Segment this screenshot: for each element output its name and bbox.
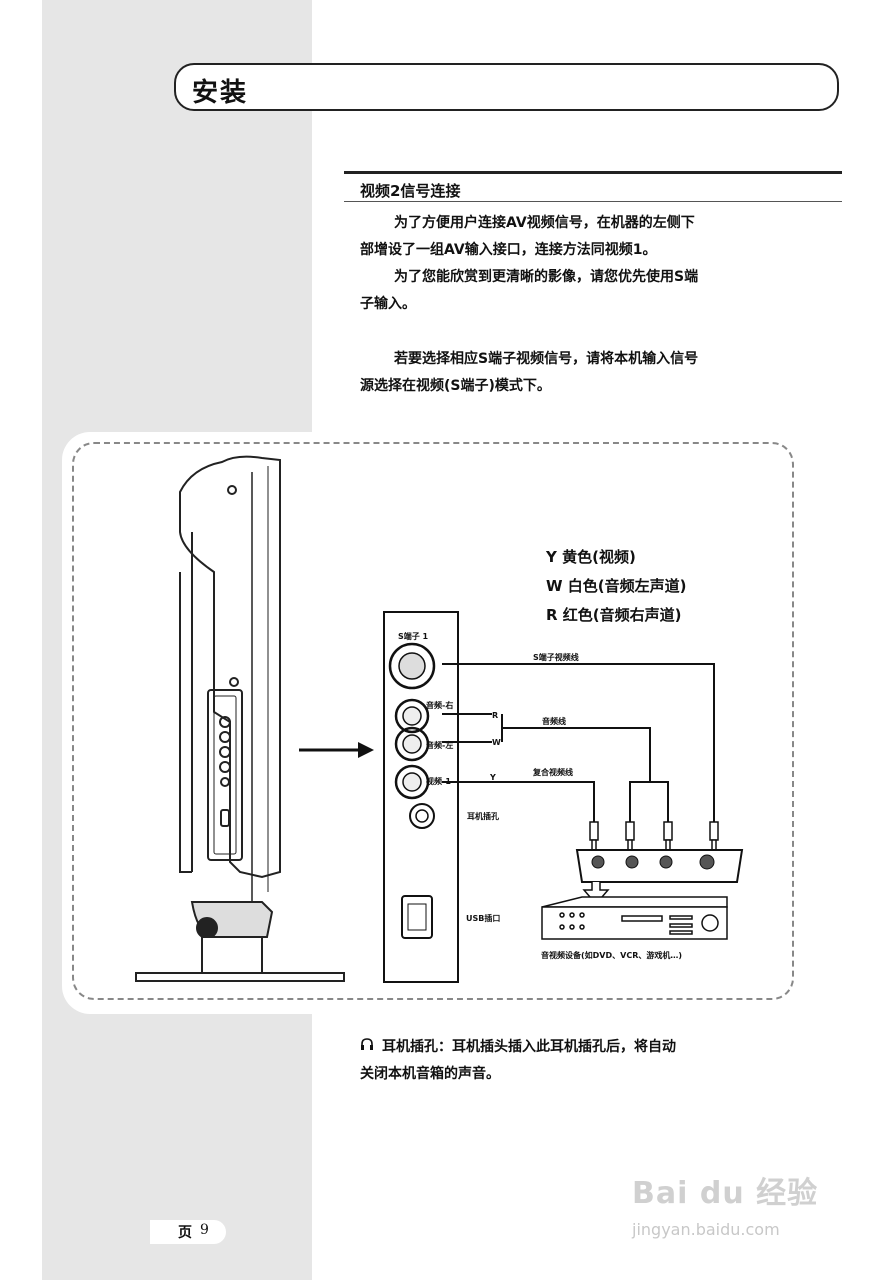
arrow-to-panel <box>299 742 374 758</box>
label-audio-l: 音频-左 <box>426 741 454 750</box>
page-label: 页 <box>178 1225 192 1241</box>
legend-y: Y 黄色(视频) <box>546 548 636 566</box>
section-rule-bottom <box>344 201 842 202</box>
paragraph-line: 若要选择相应S端子视频信号，请将本机输入信号 <box>394 351 699 367</box>
page-title: 安装 <box>192 78 249 108</box>
dvd-player <box>541 896 728 940</box>
tv-side-view <box>135 455 345 982</box>
note-line-2: 关闭本机音箱的声音。 <box>360 1066 500 1082</box>
label-usb-port: USB插口 <box>466 914 501 923</box>
paragraph-line: 子输入。 <box>360 296 416 312</box>
label-device: 音视频设备(如DVD、VCR、游戏机…) <box>541 951 683 960</box>
legend-w: W 白色(音频左声道) <box>546 577 687 595</box>
paragraph-line: 源选择在视频(S端子)模式下。 <box>360 378 551 394</box>
mark-w: W <box>492 738 501 747</box>
label-s-cable: S端子视频线 <box>533 653 579 662</box>
cables <box>442 663 715 822</box>
paragraph-2: 为了您能欣赏到更清晰的影像，请您优先使用S端 子输入。 <box>360 264 760 318</box>
av-input-panel <box>383 611 459 983</box>
connection-diagram <box>135 455 744 983</box>
cable-plugs <box>589 821 719 851</box>
label-composite-cable: 复合视频线 <box>533 768 573 777</box>
paragraph-line: 为了您能欣赏到更清晰的影像，请您优先使用S端 <box>394 269 699 285</box>
watermark-logo: Bai du 经验 <box>632 1176 819 1211</box>
figure-dashed-border <box>72 442 794 1000</box>
page-tab <box>150 1220 226 1244</box>
paragraph-line: 为了方便用户连接AV视频信号，在机器的左侧下 <box>394 215 695 231</box>
legend-r: R 红色(音频右声道) <box>546 606 682 624</box>
page-title-box: 安装 <box>174 63 839 111</box>
paragraph-1: 为了方便用户连接AV视频信号，在机器的左侧下 部增设了一组AV输入接口，连接方法… <box>360 210 760 264</box>
label-s-terminal: S端子 1 <box>398 632 429 641</box>
label-headphone-jack: 耳机插孔 <box>467 812 499 821</box>
paragraph-3: 若要选择相应S端子视频信号，请将本机输入信号 源选择在视频(S端子)模式下。 <box>360 346 760 400</box>
headphone-icon <box>360 1034 382 1061</box>
headphone-note: 耳机插孔：耳机插头插入此耳机插孔后，将自动 关闭本机音箱的声音。 <box>360 1034 760 1088</box>
paragraph-line: 部增设了一组AV输入接口，连接方法同视频1。 <box>360 242 657 258</box>
device-connector-panel <box>575 849 744 906</box>
label-audio-cable: 音频线 <box>542 717 566 726</box>
page-number: 9 <box>200 1222 209 1238</box>
mark-y: Y <box>490 773 496 782</box>
watermark-url: jingyan.baidu.com <box>632 1220 780 1239</box>
mark-r: R <box>492 711 499 720</box>
section-heading: 视频2信号连接 <box>360 182 461 200</box>
section-rule-top <box>344 171 842 174</box>
note-line-1: 耳机插孔：耳机插头插入此耳机插孔后，将自动 <box>382 1039 676 1055</box>
label-audio-r: 音频-右 <box>426 701 454 710</box>
baidu-watermark: Bai du 经验 jingyan.baidu.com <box>632 1150 832 1250</box>
label-video: 视频-1 <box>426 777 451 786</box>
